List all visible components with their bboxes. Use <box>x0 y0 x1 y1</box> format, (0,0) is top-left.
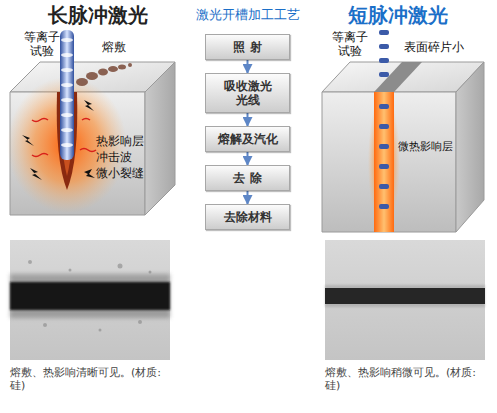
debris <box>99 329 102 332</box>
splash-drop <box>128 63 132 67</box>
wave <box>32 119 48 122</box>
laser-beam <box>60 30 74 160</box>
process-text: 吸收激光光线 <box>220 79 275 107</box>
splash-blob <box>76 78 88 86</box>
block-side <box>456 62 484 232</box>
callout-label: 冲击波 <box>96 150 132 164</box>
callout-label: 熔敷 <box>102 40 126 54</box>
process-text: 去 除 <box>212 171 283 185</box>
process-box: 去 除 <box>205 165 290 191</box>
process-box: 照 射 <box>205 34 290 60</box>
heat-zone <box>325 285 485 307</box>
process-text: 熔解及汽化 <box>212 132 283 146</box>
heat-zone <box>10 274 170 318</box>
pulse <box>379 72 389 77</box>
block-side <box>145 62 175 215</box>
block-front <box>322 92 456 232</box>
splash-blob <box>118 65 126 70</box>
debris <box>118 264 123 269</box>
pulse <box>379 58 389 63</box>
pulse <box>379 164 389 169</box>
callout-label: 表面碎片小 <box>404 40 464 54</box>
heading: 长脉冲激光 <box>48 3 148 27</box>
stripe <box>61 83 73 87</box>
debris <box>149 271 152 274</box>
pulse <box>379 104 389 109</box>
process-box: 去除材料 <box>205 204 290 230</box>
stripe <box>61 113 73 117</box>
groove-band <box>10 282 170 310</box>
stripe <box>61 128 73 132</box>
pulse <box>379 204 389 209</box>
stripe <box>61 38 73 42</box>
micro-cracks <box>22 100 95 180</box>
crack <box>22 135 34 146</box>
debris <box>138 320 142 324</box>
stripe <box>61 143 73 147</box>
groove-column <box>374 92 394 232</box>
stripe <box>61 68 73 72</box>
photo-long-pulse <box>10 240 170 360</box>
pulse <box>379 44 389 49</box>
crack <box>30 168 42 180</box>
beam-stripes <box>61 38 73 147</box>
callout-label: 等离子试验 <box>330 30 370 58</box>
stripe <box>61 98 73 102</box>
melt-splash <box>76 63 132 86</box>
process-box: 吸收激光光线 <box>205 73 290 113</box>
flow-arrow <box>247 191 249 204</box>
flow-arrow <box>247 113 249 126</box>
process-text: 去除材料 <box>212 210 283 224</box>
flow-arrow <box>247 152 249 165</box>
pulse <box>379 30 389 35</box>
photo-caption: 熔敷、热影响稍微可见。(材质: 硅) <box>325 366 490 392</box>
shock-waves <box>32 119 96 157</box>
wave <box>82 119 90 121</box>
debris <box>43 323 47 327</box>
debris <box>69 269 72 272</box>
pulse <box>379 144 389 149</box>
process-text: 照 射 <box>212 40 283 54</box>
groove-top <box>374 62 422 92</box>
beam-pulses <box>379 30 389 209</box>
process-title: 激光开槽加工工艺 <box>196 6 300 24</box>
crack <box>84 100 94 111</box>
callout-label: 微热影响层 <box>398 140 453 153</box>
splash-blob <box>98 69 108 76</box>
heat-glow <box>368 92 400 232</box>
groove-band <box>325 288 485 304</box>
crack <box>84 169 95 178</box>
stripe <box>61 53 73 57</box>
debris <box>28 260 32 264</box>
process-box: 熔解及汽化 <box>205 126 290 152</box>
splash-blob <box>86 72 98 80</box>
heading: 短脉冲激光 <box>348 3 448 27</box>
splash-blob <box>108 66 118 72</box>
callout-label: 热影响层 <box>96 134 144 148</box>
flow-arrow <box>247 60 249 73</box>
callout-label: 等离子试验 <box>22 30 62 58</box>
wave <box>80 149 96 152</box>
pulse <box>379 124 389 129</box>
photo-short-pulse <box>325 240 485 360</box>
pulse <box>379 184 389 189</box>
wave <box>32 154 48 157</box>
callout-label: 微小裂缝 <box>96 166 144 180</box>
photo-caption: 熔敷、热影响清晰可见。(材质: 硅) <box>10 366 175 392</box>
